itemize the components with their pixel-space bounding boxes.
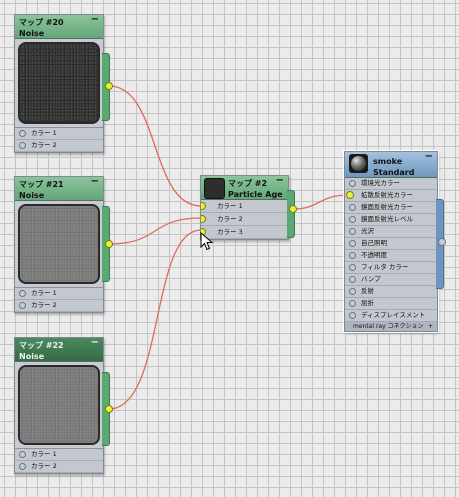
circle-port-icon[interactable] [19, 290, 26, 297]
input-slot-specular-level[interactable]: 鏡面反射光レベル [345, 214, 437, 226]
node-map-21[interactable]: マップ #21 Noise − カラー 1 カラー 2 [14, 176, 104, 313]
input-slot-opacity[interactable]: 不透明度 [345, 250, 437, 262]
output-port-icon[interactable] [105, 240, 113, 248]
circle-port-icon[interactable] [19, 463, 26, 470]
input-slot-bump[interactable]: バンプ [345, 274, 437, 286]
circle-port-icon[interactable] [349, 180, 356, 187]
minus-icon[interactable]: − [424, 151, 433, 162]
circle-port-icon[interactable] [201, 215, 206, 223]
preview-area [15, 201, 103, 288]
input-slot-color-3[interactable]: カラー 3 [201, 226, 288, 239]
minus-icon[interactable]: − [90, 337, 99, 348]
circle-port-icon[interactable] [201, 202, 206, 210]
input-slot-color-2[interactable]: カラー 2 [201, 213, 288, 226]
minus-icon[interactable]: − [90, 176, 99, 187]
node-type: Noise [19, 352, 45, 361]
node-map-2-particle-age[interactable]: マップ #2 Particle Age − カラー 1 カラー 2 カラー 3 [200, 175, 289, 240]
map-preview [18, 365, 100, 445]
input-slot-color-1[interactable]: カラー 1 [15, 449, 103, 461]
node-map-22[interactable]: マップ #22 Noise − カラー 1 カラー 2 [14, 337, 104, 474]
wire-map22-to-map2-color3 [108, 229, 202, 410]
circle-port-icon[interactable] [346, 191, 354, 199]
input-slot-diffuse-color[interactable]: 拡散反射光カラー [345, 190, 437, 202]
map-thumbnail [204, 178, 225, 199]
node-title: マップ #2 [228, 179, 268, 188]
circle-port-icon[interactable] [19, 451, 26, 458]
input-slot-color-1[interactable]: カラー 1 [201, 200, 288, 213]
input-slot-glossiness[interactable]: 光沢 [345, 226, 437, 238]
circle-port-icon[interactable] [19, 142, 26, 149]
node-type: Particle Age [228, 190, 283, 199]
minus-icon[interactable]: − [275, 175, 284, 186]
output-tab [287, 190, 295, 238]
wire-map2-to-smoke-diffuse [292, 194, 350, 210]
circle-port-icon[interactable] [19, 302, 26, 309]
circle-port-icon[interactable] [349, 264, 356, 271]
preview-area [15, 362, 103, 449]
node-title: マップ #21 [19, 180, 64, 189]
map-preview [18, 42, 100, 124]
input-slot-color-2[interactable]: カラー 2 [15, 140, 103, 152]
input-slot-color-1[interactable]: カラー 1 [15, 128, 103, 140]
input-slot-self-illumination[interactable]: 自己照明 [345, 238, 437, 250]
wire-map20-to-map2-color1 [108, 85, 202, 207]
material-name: smoke [373, 157, 403, 166]
output-port-icon[interactable] [289, 205, 297, 213]
circle-port-icon[interactable] [349, 240, 356, 247]
input-slot-reflection[interactable]: 反射 [345, 286, 437, 298]
circle-port-icon[interactable] [349, 288, 356, 295]
circle-port-icon[interactable] [19, 130, 26, 137]
wire-map21-to-map2-color2 [108, 217, 202, 245]
input-slot-color-1[interactable]: カラー 1 [15, 288, 103, 300]
node-header[interactable]: smoke Standard − [345, 152, 437, 178]
node-header[interactable]: マップ #22 Noise − [15, 338, 103, 362]
circle-port-icon[interactable] [349, 276, 356, 283]
input-slot-color-2[interactable]: カラー 2 [15, 461, 103, 473]
circle-port-icon[interactable] [349, 300, 356, 307]
input-slot-specular-color[interactable]: 鏡面反射光カラー [345, 202, 437, 214]
input-slot-ambient-color[interactable]: 環境光カラー [345, 178, 437, 190]
circle-port-icon[interactable] [349, 204, 356, 211]
output-port-icon[interactable] [105, 82, 113, 90]
node-type: Noise [19, 29, 45, 38]
node-map-20[interactable]: マップ #20 Noise − カラー 1 カラー 2 [14, 14, 104, 153]
node-title: マップ #22 [19, 341, 64, 350]
material-sphere-icon [349, 154, 368, 173]
circle-port-icon[interactable] [349, 216, 356, 223]
circle-port-icon[interactable] [349, 312, 356, 319]
expand-icon[interactable]: + [427, 323, 433, 330]
node-header[interactable]: マップ #20 Noise − [15, 15, 103, 39]
map-preview [18, 204, 100, 284]
preview-area [15, 39, 103, 128]
node-header[interactable]: マップ #21 Noise − [15, 177, 103, 201]
minus-icon[interactable]: − [90, 14, 99, 25]
node-title: マップ #20 [19, 18, 64, 27]
mental-ray-connection-rollout[interactable]: mental ray コネクション+ [345, 322, 437, 331]
input-slot-refraction[interactable]: 屈折 [345, 298, 437, 310]
input-slot-displacement[interactable]: ディスプレイスメント [345, 310, 437, 322]
output-port-icon[interactable] [438, 238, 446, 246]
material-type: Standard [373, 168, 415, 177]
output-port-icon[interactable] [105, 405, 113, 413]
node-type: Noise [19, 191, 45, 200]
arrow-pointer-icon [200, 232, 214, 251]
node-smoke-standard[interactable]: smoke Standard − 環境光カラー 拡散反射光カラー 鏡面反射光カラ… [343, 150, 439, 333]
node-header[interactable]: マップ #2 Particle Age − [201, 176, 288, 200]
circle-port-icon[interactable] [349, 252, 356, 259]
input-slot-filter-color[interactable]: フィルタ カラー [345, 262, 437, 274]
circle-port-icon[interactable] [349, 228, 356, 235]
input-slot-color-2[interactable]: カラー 2 [15, 300, 103, 312]
